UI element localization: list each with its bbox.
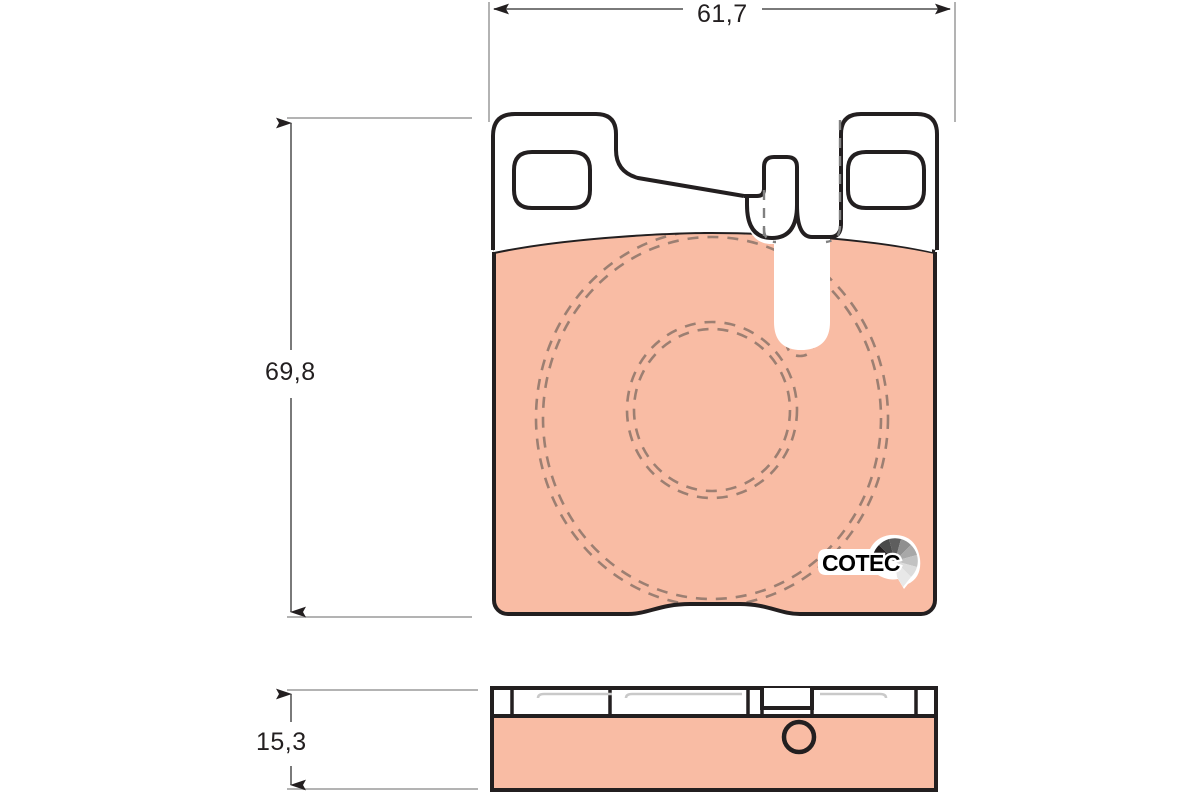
gauge-seg-5 xyxy=(895,545,917,561)
side-friction-material xyxy=(492,716,936,790)
side-retaining-pin-hole xyxy=(781,719,817,755)
groove-inner-ring-a xyxy=(625,320,799,500)
gauge-seg-2 xyxy=(879,539,895,561)
side-plate-inner-lines xyxy=(536,692,888,699)
groove-inner-ring-b xyxy=(632,327,792,493)
side-inner-line-1 xyxy=(536,692,612,699)
friction-material-bottom-outline xyxy=(492,252,937,616)
side-inner-line-3 xyxy=(820,692,888,699)
cotec-logo-svg: COTEC xyxy=(818,534,921,589)
mounting-hole-right-outline xyxy=(846,150,926,210)
side-center-tab xyxy=(760,688,814,710)
mounting-hole-right xyxy=(848,152,924,208)
plate-outline-left xyxy=(491,112,745,250)
gauge-pointer xyxy=(895,561,911,587)
backing-plate xyxy=(494,114,932,350)
side-backing-plate xyxy=(492,688,936,716)
dimension-label-width: 61,7 xyxy=(697,0,748,28)
gauge-seg-6 xyxy=(895,555,918,567)
side-inner-line-2 xyxy=(624,692,742,699)
plate-notch-u-shape xyxy=(744,156,798,244)
groove-outer-ring-b xyxy=(541,235,883,601)
hidden-line-notch-curve xyxy=(762,227,777,244)
hidden-projection-lines xyxy=(762,120,842,244)
mounting-hole-left-outline xyxy=(512,150,592,210)
gauge-seg-4 xyxy=(895,539,911,561)
mounting-hole-left xyxy=(518,155,586,204)
cotec-logo: COTEC xyxy=(812,529,927,591)
extension-lines xyxy=(287,2,956,790)
front-view xyxy=(491,112,939,616)
side-view-outline xyxy=(490,686,938,792)
side-view xyxy=(490,686,938,792)
cotec-wordmark: COTEC xyxy=(822,550,900,576)
hidden-line-plate-right-curve xyxy=(825,225,842,244)
gauge-seg-3 xyxy=(889,538,901,561)
dimension-lines xyxy=(276,3,951,791)
cotec-gauge-icon xyxy=(873,538,918,587)
gauge-seg-1 xyxy=(873,545,895,561)
gauge-seg-7 xyxy=(895,561,917,577)
dimension-label-height: 69,8 xyxy=(265,358,316,386)
dimension-label-thickness: 15,3 xyxy=(256,728,307,756)
